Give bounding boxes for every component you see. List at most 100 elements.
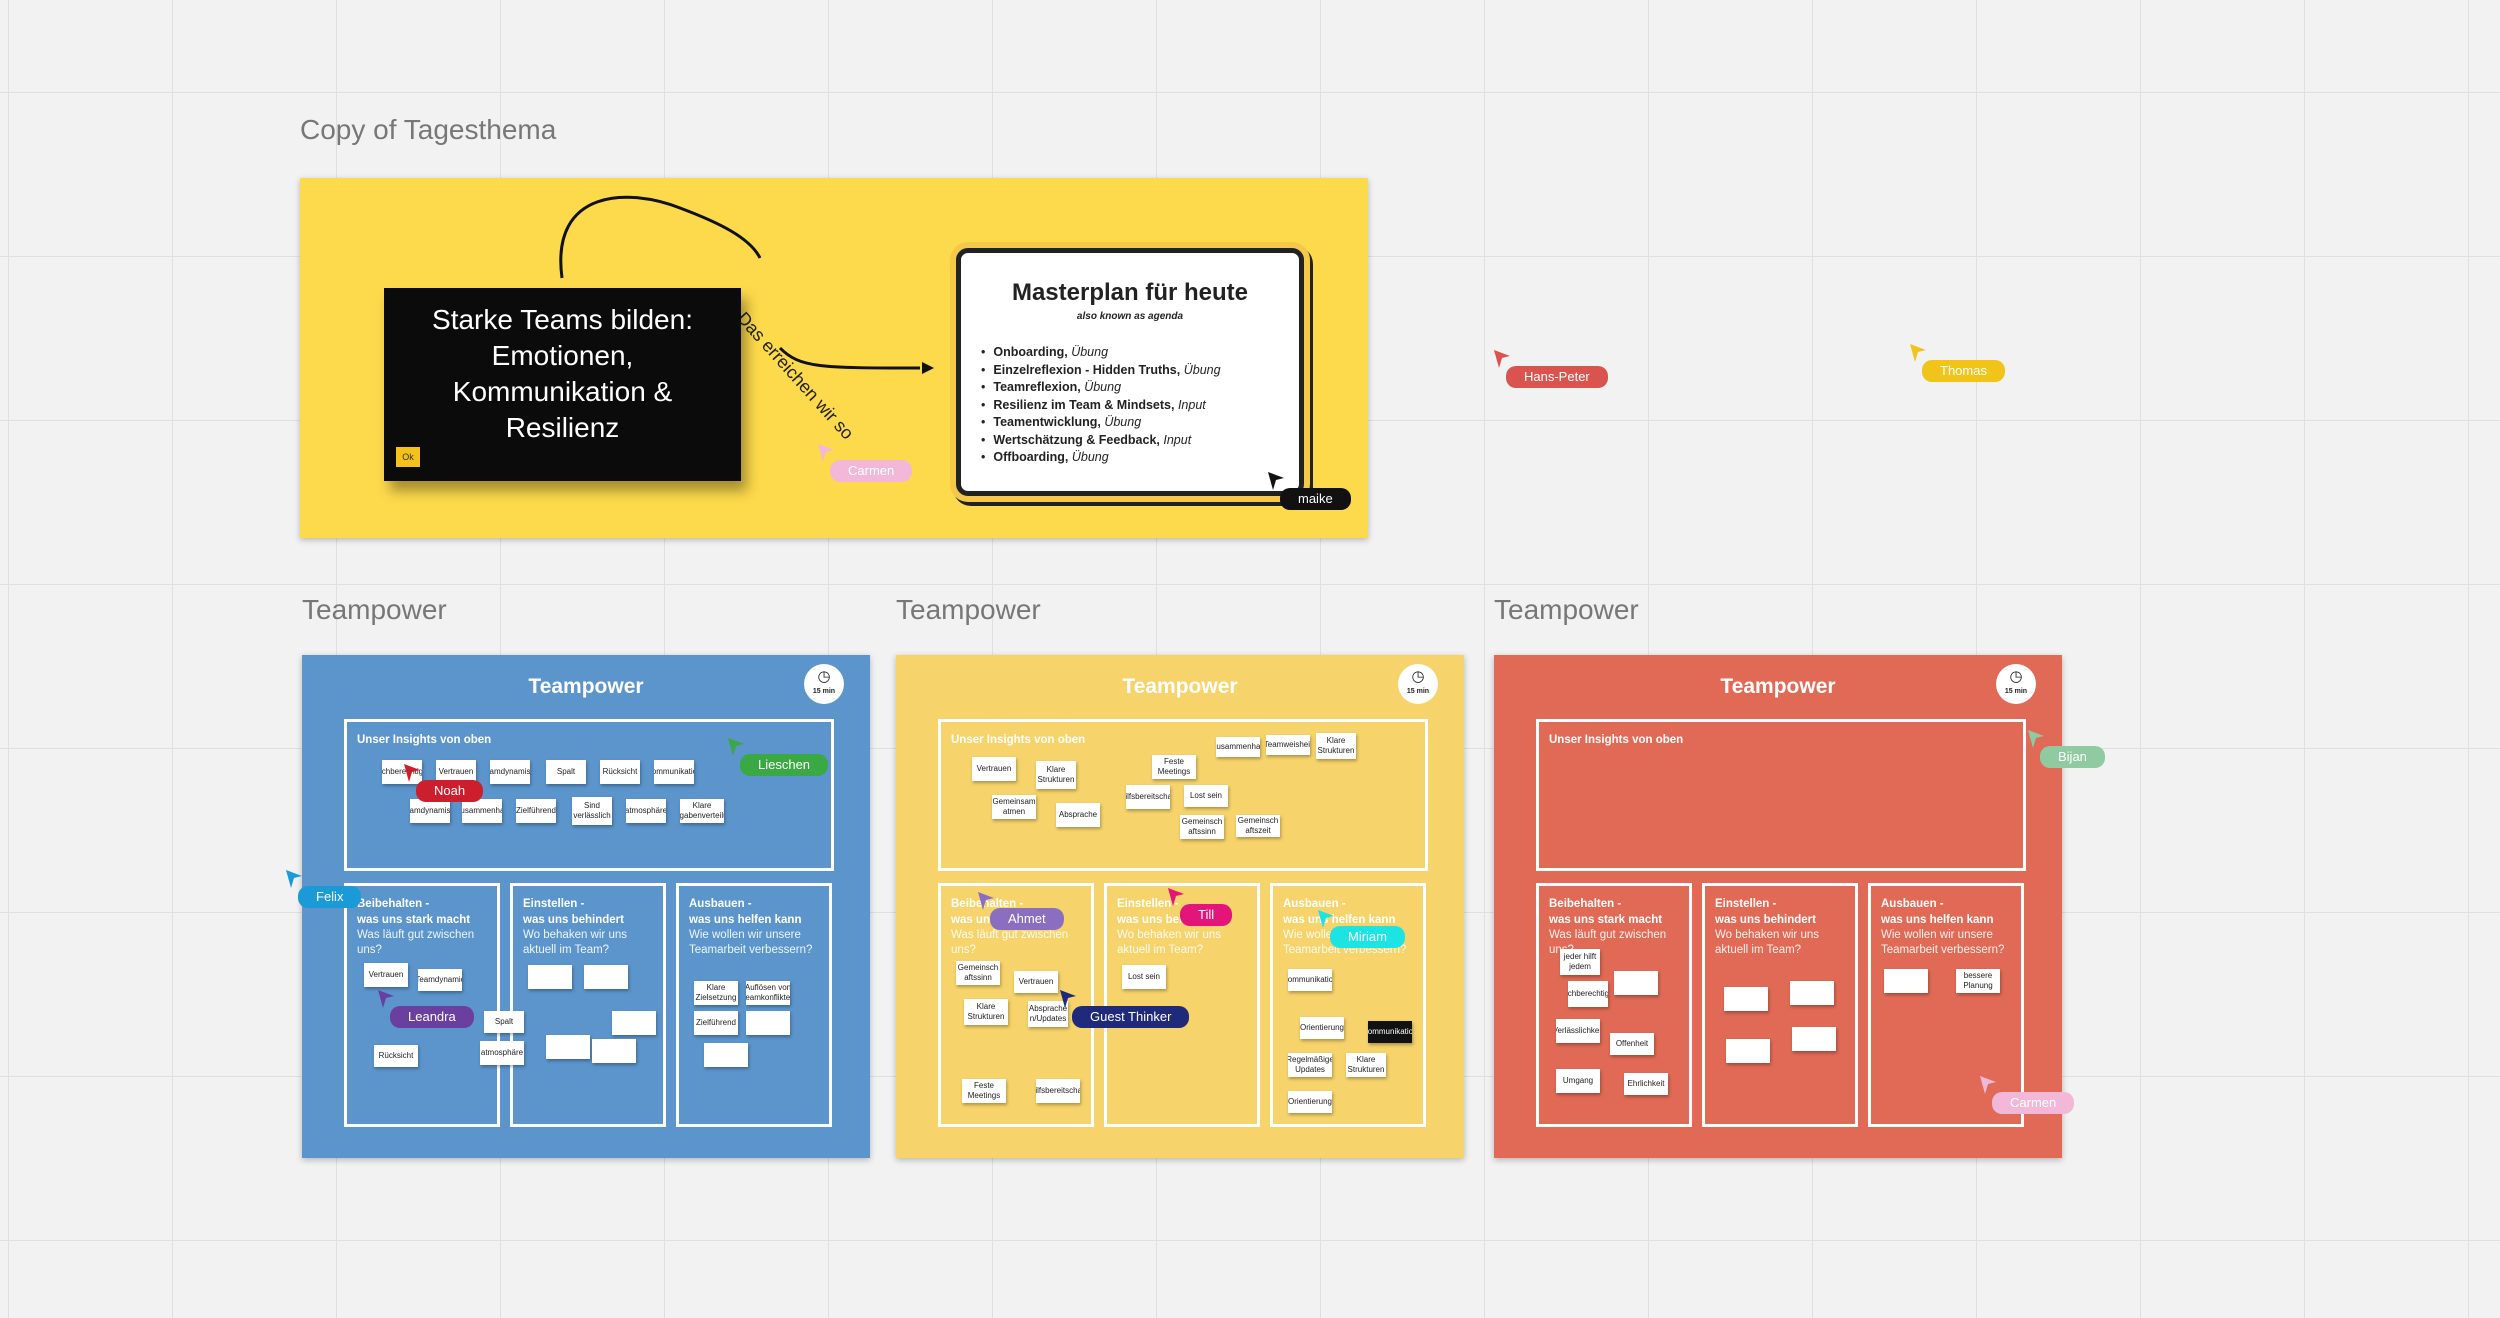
sticky-note[interactable]: Klare Strukturen [1346,1053,1386,1077]
timer-badge[interactable]: ◷15 min [1398,664,1438,704]
column-keep-question: Was läuft gut zwischen uns? [357,929,475,956]
timer-badge[interactable]: ◷15 min [1996,664,2036,704]
sticky-note-empty[interactable] [1726,1039,1770,1063]
column-improve[interactable]: Ausbauen - was uns helfen kann Wie wolle… [1868,883,2024,1127]
hero-frame[interactable]: Das erreichen wir so Starke Teams bilden… [300,178,1368,538]
sticky-note[interactable]: Absprache [1056,803,1100,827]
sticky-note[interactable]: Klare Strukturen [1316,733,1356,759]
sticky-note[interactable]: Hilfsbereitschaft [1126,785,1170,809]
board-frame-title[interactable]: Teampower [896,594,1041,625]
sticky-note[interactable]: Zusammenhalt [462,799,502,823]
sticky-note[interactable]: Gleichberechtigung [382,760,422,784]
sticky-note[interactable]: atmosphäre [480,1041,524,1065]
sticky-note-empty[interactable] [584,965,628,989]
sticky-note-empty[interactable] [1790,981,1834,1005]
sticky-note[interactable]: Vertrauen [364,963,408,987]
sticky-note-empty[interactable] [1614,971,1658,995]
sticky-note-empty[interactable] [1884,969,1928,993]
agenda-card[interactable]: Masterplan für heute also known as agend… [956,248,1304,496]
insights-box[interactable]: Unser Insights von oben [938,719,1428,871]
column-stop[interactable]: Einstellen - was uns behindert Wo behake… [510,883,666,1127]
sticky-note[interactable]: Spalt [546,760,586,784]
sticky-note[interactable]: Zielführend [694,1011,738,1035]
blackboard-title-card[interactable]: Starke Teams bilden: Emotionen, Kommunik… [384,288,741,481]
hero-frame-title[interactable]: Copy of Tagesthema [300,114,557,145]
column-improve[interactable]: Ausbauen - was uns helfen kann Wie wolle… [676,883,832,1127]
column-stop-label: Einstellen - was uns behindert [523,898,624,926]
column-keep[interactable]: Beibehalten - was uns stark macht Was lä… [1536,883,1692,1127]
sticky-note[interactable]: Kommunikation [1288,969,1332,991]
sticky-note[interactable]: Teamdynamic [418,969,462,991]
timer-badge[interactable]: ◷15 min [804,664,844,704]
agenda-title: Masterplan für heute [1011,279,1249,306]
insights-label: Unser Insights von oben [357,734,492,746]
insights-box[interactable]: Unser Insights von oben [1536,719,2026,871]
sticky-note[interactable]: Feste Meetings [1152,755,1196,779]
sticky-note[interactable]: Rücksicht [374,1045,418,1067]
sticky-note[interactable]: Gemeinsam atmen [992,795,1036,819]
sticky-note[interactable]: Auflösen von Teamkonflikten [746,981,790,1005]
sticky-note[interactable]: Orientierung [1288,1091,1332,1113]
sticky-note[interactable]: Gemeinsch aftssinn [1180,815,1224,839]
sticky-note[interactable]: Vertrauen [972,757,1016,781]
sticky-note-empty[interactable] [528,965,572,989]
insights-box[interactable]: Unser Insights von oben [344,719,834,871]
clock-icon: ◷ [2009,668,2023,685]
sticky-note-empty[interactable] [1792,1027,1836,1051]
agenda-list: Onboarding, Übung Einzelreflexion - Hidd… [981,344,1299,467]
sticky-note[interactable]: Spalt [484,1011,524,1033]
agenda-item: Teamreflexion, Übung [981,379,1299,397]
sticky-note-empty[interactable] [1724,987,1768,1011]
teampower-board-yellow[interactable]: Teampower ◷15 min Unser Insights von obe… [896,655,1464,1158]
sticky-note[interactable]: Gleichberechtigung [1568,981,1608,1007]
board-frame-title[interactable]: Teampower [1494,594,1639,625]
sticky-note[interactable]: Klare Strukturen [1036,761,1076,789]
sticky-note[interactable]: Zielführend [516,799,556,823]
sticky-note[interactable]: Vertrauen [1014,971,1058,993]
sticky-note[interactable]: Sind verlässlich [572,797,612,825]
cursor-name-tag: Carmen [830,460,913,482]
sticky-note[interactable]: Teamweisheit [1266,735,1310,755]
sticky-note-empty[interactable] [746,1011,790,1035]
teampower-board-red[interactable]: Teampower ◷15 min Unser Insights von obe… [1494,655,2062,1158]
board-frame-title[interactable]: Teampower [302,594,447,625]
column-keep[interactable]: Beibehalten - was uns stark macht Was lä… [938,883,1094,1127]
sticky-note[interactable]: Hilfsbereitschaft [1036,1079,1080,1103]
sticky-note[interactable]: Lost sein [1184,785,1228,807]
sticky-note-empty[interactable] [612,1011,656,1035]
sticky-note[interactable]: Klare Aufgabenverteilung [680,799,724,823]
sticky-note[interactable]: Verlässlichkeit [1556,1019,1600,1043]
sticky-note[interactable]: bessere Planung [1956,969,2000,993]
sticky-note[interactable]: Offenheit [1610,1033,1654,1055]
sticky-note[interactable]: Kommunikation [1368,1021,1412,1043]
sticky-note[interactable]: jeder hilft jedem [1560,949,1600,975]
sticky-note-empty[interactable] [592,1039,636,1063]
sticky-note[interactable]: Teamdynamisch [410,799,450,823]
sticky-note[interactable]: Rücksicht [600,760,640,784]
cursor-name-tag: Ahmet [990,908,1064,930]
column-keep[interactable]: Beibehalten - was uns stark macht Was lä… [344,883,500,1127]
sticky-note[interactable]: Absprache n/Updates [1028,1001,1068,1027]
sticky-note[interactable]: Zusammenhalt [1216,737,1260,757]
cursor-name-tag: Miriam [1330,926,1405,948]
sticky-note[interactable]: Klare Strukturen [964,999,1008,1025]
sticky-note[interactable]: Lost sein [1122,965,1166,989]
cursor-name-tag: Guest Thinker [1072,1006,1190,1028]
sticky-note[interactable]: Gemeinsch aftszeit [1236,815,1280,837]
sticky-note-empty[interactable] [546,1035,590,1059]
sticky-note[interactable]: Kommunikation [654,760,694,784]
sticky-note[interactable]: Regelmäßige Updates [1288,1053,1332,1077]
sticky-note[interactable]: Umgang [1556,1069,1600,1093]
sticky-note[interactable]: Klare Zielsetzung [694,981,738,1005]
sticky-note[interactable]: Gemeinsch aftssinn [956,961,1000,985]
sticky-note[interactable]: Orientierung [1300,1017,1344,1039]
column-stop[interactable]: Einstellen - was uns behindert Wo behake… [1702,883,1858,1127]
sticky-note[interactable]: Teamdynamisch [490,760,530,784]
sticky-note[interactable]: Feste Meetings [962,1079,1006,1103]
sticky-note-empty[interactable] [704,1043,748,1067]
sticky-note[interactable]: atmosphäre [626,799,666,823]
cursor-name-tag: Thomas [1922,360,2005,382]
sticky-note[interactable]: Ehrlichkeit [1624,1073,1668,1095]
teampower-board-blue[interactable]: Teampower ◷15 min Unser Insights von obe… [302,655,870,1158]
column-keep-question: Was läuft gut zwischen uns? [951,929,1069,956]
